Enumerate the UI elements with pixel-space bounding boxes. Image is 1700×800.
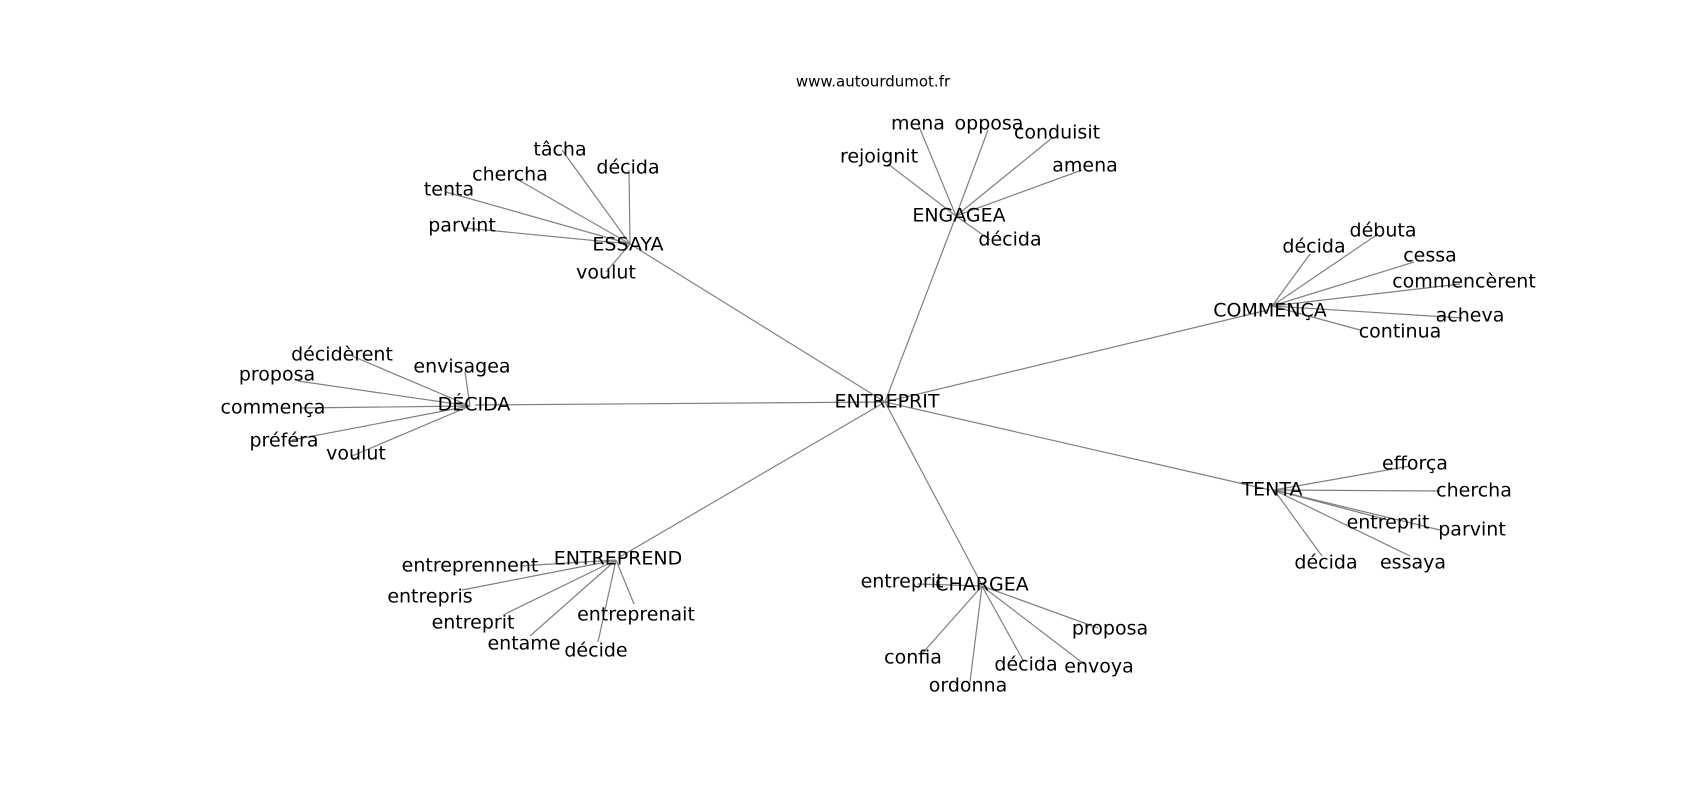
leaf-word[interactable]: amena [1052,155,1118,177]
leaf-word[interactable]: décida [1282,236,1345,258]
leaf-word[interactable]: voulut [326,443,386,465]
leaf-word[interactable]: débuta [1350,220,1417,242]
spoke-entreprend [617,401,886,559]
leaf-word[interactable]: envisagea [413,356,510,378]
leaf-word[interactable]: entreprennent [402,555,539,577]
leaf-word[interactable]: continua [1359,321,1442,343]
leaf-word[interactable]: efforça [1382,453,1448,475]
cluster-entreprend: ENTREPREND entreprennent entrepris entre… [387,548,695,662]
leaf-word[interactable]: décida [978,229,1041,251]
hub-commenca[interactable]: COMMENÇA [1213,300,1327,322]
leaf-word[interactable]: parvint [428,215,496,237]
leaf-word[interactable]: voulut [576,262,636,284]
cluster-essaya: ESSAYA tâcha décida chercha tenta parvin… [424,139,664,284]
leaf-word[interactable]: entreprit [861,571,944,593]
leaf-word[interactable]: parvint [1438,519,1506,541]
leaf-word[interactable]: proposa [1072,618,1148,640]
leaf-word[interactable]: envoya [1064,656,1134,678]
spoke-chargea [884,401,983,586]
leaf-word[interactable]: décida [596,157,659,179]
leaf-word[interactable]: confia [884,647,942,669]
spoke-commenca [884,309,1269,403]
leaf-word[interactable]: décida [1294,552,1357,574]
cluster-decida: DÉCIDA décidèrent envisagea proposa comm… [221,344,511,465]
hub-decida[interactable]: DÉCIDA [438,393,511,416]
center-node[interactable]: ENTREPRIT [835,391,940,413]
leaf-word[interactable]: entreprit [432,612,515,634]
leaf-word[interactable]: ordonna [929,675,1008,697]
leaf-word[interactable]: commença [221,397,326,419]
cluster-commenca: COMMENÇA débuta décida cessa commencèren… [1213,220,1536,343]
spoke-decida [474,401,886,406]
hub-essaya[interactable]: ESSAYA [592,234,663,256]
leaf-word[interactable]: tenta [424,179,474,201]
leaf-word[interactable]: mena [891,113,945,135]
leaf-word[interactable]: rejoignit [840,146,918,168]
hub-tenta[interactable]: TENTA [1241,479,1303,501]
leaf-word[interactable]: entrepris [387,586,472,608]
hub-chargea[interactable]: CHARGEA [935,574,1028,596]
spoke-lines [474,215,1271,586]
leaf-word[interactable]: essaya [1380,552,1446,574]
leaf-word[interactable]: entreprit [1347,512,1430,534]
leaf-word[interactable]: décidèrent [291,344,393,366]
leaf-word[interactable]: entreprenait [577,604,695,626]
leaf-word[interactable]: opposa [955,113,1024,135]
leaf-word[interactable]: cessa [1403,245,1457,267]
cluster-chargea: CHARGEA entreprit proposa confia décida … [861,571,1149,697]
hub-engagea[interactable]: ENGAGEA [912,205,1005,227]
leaf-word[interactable]: décida [994,654,1057,676]
source-label[interactable]: www.autourdumot.fr [796,73,951,91]
cluster-engagea: ENGAGEA mena opposa conduisit rejoignit … [840,113,1118,251]
spoke-essaya [629,243,886,403]
leaf-word[interactable]: commencèrent [1392,271,1536,293]
leaf-word[interactable]: chercha [1436,480,1512,502]
cluster-tenta: TENTA efforça chercha entreprit parvint … [1241,453,1512,574]
leaf-word[interactable]: entame [487,633,560,655]
leaf-word[interactable]: tâcha [533,139,586,161]
spoke-engagea [884,215,957,403]
spoke-tenta [884,401,1271,491]
leaf-word[interactable]: préféra [250,430,319,452]
leaf-word[interactable]: chercha [472,164,548,186]
leaf-word[interactable]: acheva [1436,305,1505,327]
hub-entreprend[interactable]: ENTREPREND [554,548,683,570]
leaf-word[interactable]: conduisit [1014,122,1100,144]
leaf-word[interactable]: proposa [239,364,315,386]
leaf-word[interactable]: décide [564,640,627,662]
